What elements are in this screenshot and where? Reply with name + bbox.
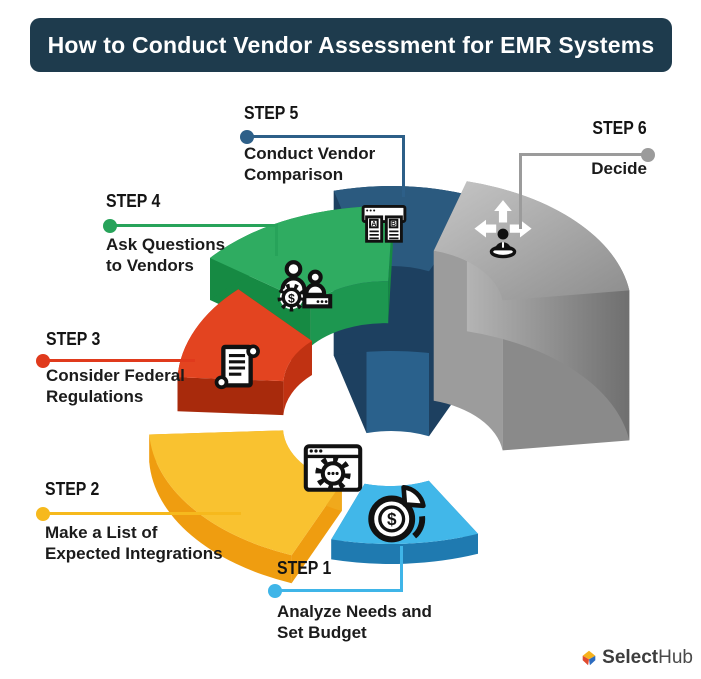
decision-arrows-icon (474, 200, 532, 259)
step-5-connector-v (402, 135, 405, 197)
segment-step-1-outer-wall (331, 533, 478, 564)
svg-text:$: $ (288, 291, 295, 305)
step-3-label: STEP 3 (46, 329, 101, 349)
logo-text-light: Hub (658, 647, 693, 668)
step-2-title: Make a List of Expected Integrations (45, 523, 223, 564)
svg-text:B: B (391, 221, 396, 228)
step-6-label: STEP 6 (592, 118, 647, 138)
budget-pie-icon: $ (368, 484, 426, 543)
step-1-title: Analyze Needs and Set Budget (277, 602, 432, 643)
selecthub-logo: SelectHub (580, 647, 693, 669)
step-5-title: Conduct Vendor Comparison (244, 144, 376, 185)
step-5-label: STEP 5 (244, 103, 299, 123)
step-3-title: Consider Federal Regulations (46, 366, 185, 407)
segment-step-3 (177, 289, 312, 382)
step-6-dot (641, 148, 655, 162)
step-4-connector-v (275, 224, 278, 256)
selecthub-logo-icon (582, 650, 596, 666)
step-1-label: STEP 1 (277, 558, 332, 578)
segment-step-3-inner-wall (283, 341, 312, 416)
segment-step-3-cap (177, 377, 284, 416)
segment-step-2-cap (291, 482, 342, 584)
step-3-connector (43, 359, 195, 362)
step-6-title: Decide (591, 159, 647, 178)
step-2-label: STEP 2 (45, 479, 100, 499)
regulations-scroll-icon (214, 344, 260, 390)
step-4-label: STEP 4 (106, 191, 161, 211)
segment-step-6 (433, 181, 630, 301)
segment-step-2-outer-wall (149, 434, 292, 584)
ab-comparison-icon: A B (361, 204, 407, 243)
svg-text:A: A (371, 221, 376, 228)
page-title: How to Conduct Vendor Assessment for EMR… (47, 31, 655, 58)
segment-step-2 (149, 430, 342, 556)
step-6-connector-v (519, 153, 522, 229)
step-5-connector (247, 135, 405, 138)
logo-text-bold: Select (602, 647, 659, 668)
svg-text:$: $ (387, 509, 397, 529)
integrations-window-gear-icon (303, 444, 363, 492)
step-1-connector-v (400, 546, 403, 590)
step-2-connector (43, 512, 241, 515)
title-banner: How to Conduct Vendor Assessment for EMR… (30, 18, 672, 72)
step-1-connector (275, 589, 403, 592)
segment-step-4 (210, 206, 393, 305)
donut-segments (149, 181, 630, 584)
step-4-title: Ask Questions to Vendors (106, 235, 226, 276)
vendor-negotiation-icon: $ (277, 260, 333, 312)
step-6-connector (520, 153, 648, 156)
step-4-connector (110, 224, 278, 227)
